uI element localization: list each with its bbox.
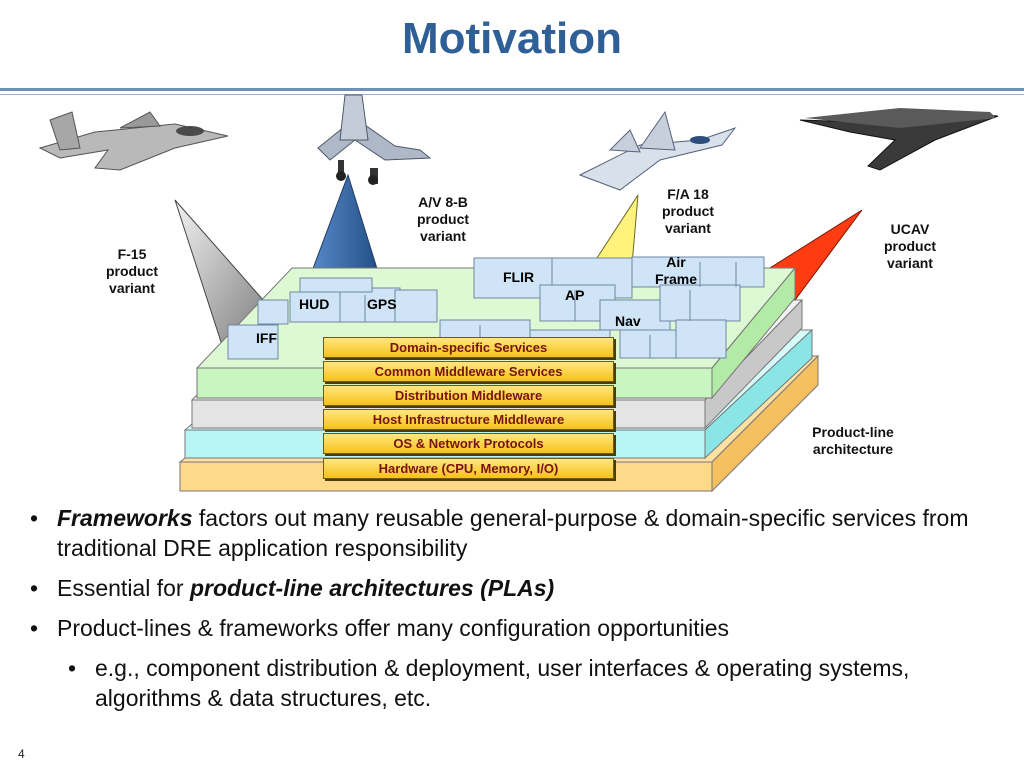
bullet-text: factors out many reusable general-purpos…	[57, 505, 969, 561]
fa18-aircraft-image	[578, 110, 737, 191]
bullet-glyph: •	[30, 505, 39, 531]
hud-label: HUD	[299, 296, 330, 312]
bullet-emphasis: Frameworks	[57, 505, 193, 531]
iff-label: IFF	[256, 330, 277, 346]
nav-label: Nav	[615, 313, 641, 329]
layer-common-middleware-services: Common Middleware Services	[323, 361, 614, 382]
page-title: Motivation	[402, 14, 622, 63]
bullet-glyph: •	[68, 655, 77, 681]
f15-variant-label: F-15 product variant	[105, 246, 159, 296]
component-grid-lines	[364, 262, 737, 358]
bullet-glyph: •	[30, 615, 39, 641]
layer-os-network-protocols: OS & Network Protocols	[323, 433, 614, 454]
ap-label: AP	[565, 287, 585, 303]
gps-label: GPS	[367, 296, 397, 312]
bullet-emphasis: product-line architectures (PLAs)	[189, 575, 555, 601]
title-divider-thin	[0, 94, 1024, 95]
layer-domain-specific-services: Domain-specific Services	[323, 337, 614, 358]
ucav-variant-label: UCAV product variant	[883, 221, 937, 271]
av8b-variant-label: A/V 8-B product variant	[416, 194, 470, 244]
bullet-text: Essential for	[57, 575, 190, 601]
bullet-item: • Product-lines & frameworks offer many …	[30, 613, 1010, 643]
page-number: 4	[18, 747, 25, 761]
fa18-beam	[596, 194, 639, 266]
airframe-label: Air Frame	[654, 254, 698, 287]
f15-aircraft-image	[38, 111, 229, 171]
bullet-list: • Frameworks factors out many reusable g…	[30, 503, 1010, 723]
bullet-item: • Frameworks factors out many reusable g…	[30, 503, 1010, 563]
bullet-glyph: •	[30, 575, 39, 601]
layer-hardware: Hardware (CPU, Memory, I/O)	[323, 458, 614, 479]
bullet-item: • Essential for product-line architectur…	[30, 573, 1010, 603]
product-line-label: Product-line architecture	[812, 424, 894, 457]
ucav-aircraft-image	[799, 108, 999, 171]
av8b-aircraft-image	[317, 94, 432, 185]
bullet-text: e.g., component distribution & deploymen…	[95, 655, 910, 711]
sub-bullet-item: • e.g., component distribution & deploym…	[30, 653, 1010, 713]
flir-label: FLIR	[503, 269, 535, 285]
layer-distribution-middleware: Distribution Middleware	[323, 385, 614, 406]
component-boxes	[227, 256, 765, 360]
fa18-variant-label: F/A 18 product variant	[661, 186, 715, 236]
title-divider	[0, 88, 1024, 91]
bullet-text: Product-lines & frameworks offer many co…	[57, 615, 730, 641]
layer-host-infrastructure-middleware: Host Infrastructure Middleware	[323, 409, 614, 430]
